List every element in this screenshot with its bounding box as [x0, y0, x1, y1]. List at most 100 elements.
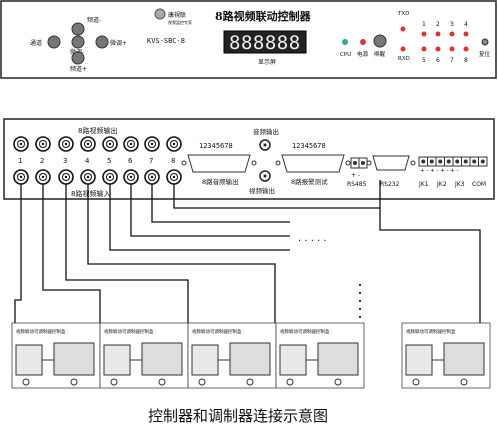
- fine-tune-minus-button[interactable]: [71, 35, 85, 49]
- port-number: 7: [149, 157, 153, 165]
- screw-icon: [251, 160, 257, 166]
- bnc-connector: [246, 378, 254, 386]
- channel-led: [449, 31, 455, 37]
- bnc-connector: [22, 378, 30, 386]
- brand-logo: 康視联 视频监控专家: [154, 8, 192, 25]
- terminal-screw-icon: [361, 161, 365, 165]
- video-cable: [173, 184, 481, 338]
- channel-led: [463, 46, 469, 52]
- alarm-db-digits: 12345678: [292, 142, 326, 150]
- logo-icon: [154, 8, 166, 20]
- bnc-pin: [86, 175, 90, 179]
- channel-led: [435, 31, 441, 37]
- port-number: 4: [85, 157, 90, 165]
- dpad: 频道- 通道 微调- 微调+ 频道+: [30, 16, 127, 73]
- video-cable: [65, 184, 189, 338]
- db9-rs232-connector: [372, 155, 410, 171]
- bnc-pin: [150, 175, 154, 179]
- modulator-title: 视频联动可调制器控制盒: [192, 328, 242, 335]
- bnc-pin: [129, 142, 133, 146]
- channel-button[interactable]: [47, 35, 61, 49]
- channel-number: 8: [464, 57, 468, 64]
- channel-number: 6: [436, 57, 440, 64]
- modulator-unit: [405, 344, 433, 376]
- terminal-screw-icon: [353, 161, 357, 165]
- bnc-connector: [334, 378, 342, 386]
- channel-up-button[interactable]: [71, 22, 85, 36]
- terminal-screw-icon: [446, 159, 451, 164]
- dot: [358, 307, 362, 311]
- port-number: 6: [128, 157, 133, 165]
- terminal-screw-icon: [455, 159, 460, 164]
- modulator-unit: [191, 344, 219, 376]
- controller-unit: [53, 342, 95, 376]
- bnc-pin: [41, 175, 45, 179]
- terminal-screw-icon: [480, 159, 485, 164]
- power-label: 电源: [357, 50, 369, 58]
- dot: [358, 283, 362, 287]
- port-number: 1: [18, 157, 22, 165]
- port-number: 2: [40, 157, 44, 165]
- rs232-label: RS232: [380, 181, 400, 188]
- modulator-title: 视频联动可调制器控制盒: [280, 328, 330, 335]
- terminal-screw-icon: [438, 159, 443, 164]
- ellipsis-vertical: [358, 283, 362, 319]
- wake-button[interactable]: [373, 34, 387, 48]
- bnc-pin: [172, 142, 176, 146]
- front-panel: 频道- 通道 微调- 微调+ 频道+ 康視联 视频监控专家 KVS-SBC-8 …: [0, 0, 497, 79]
- controller-unit: [443, 342, 485, 376]
- video-cable: [151, 184, 290, 223]
- video-cable: [14, 184, 22, 338]
- bnc-connector: [158, 378, 166, 386]
- bnc-pin: [19, 142, 23, 146]
- video-output-label: 8路视频输出: [78, 126, 117, 135]
- display-label: 显示屏: [258, 59, 276, 66]
- diagram-caption: 控制器和调制器连接示意图: [148, 407, 328, 425]
- terminal-screw-icon: [421, 159, 426, 164]
- fine-tune-plus-button[interactable]: [95, 35, 109, 49]
- bnc-pin: [150, 142, 154, 146]
- channel-down-button[interactable]: [71, 51, 85, 65]
- relay-label: JK3: [454, 181, 465, 188]
- controller-unit: [317, 342, 359, 376]
- terminal-screw-icon: [472, 159, 477, 164]
- video-cable: [42, 184, 101, 338]
- bnc-pin: [19, 175, 23, 179]
- txd-label: TXD: [397, 11, 409, 17]
- port-number: 8: [171, 157, 175, 165]
- bnc-pin: [64, 142, 68, 146]
- bnc-connector: [110, 378, 118, 386]
- model-number: KVS-SBC-8: [147, 37, 185, 45]
- audio-db-digits: 12345678: [199, 142, 233, 150]
- bnc-pin: [64, 175, 68, 179]
- brand-subtitle: 视频监控专家: [168, 19, 192, 25]
- channel-number: 4: [464, 21, 468, 28]
- modulator-box: 视频联动可调制器控制盒: [99, 322, 189, 389]
- channel-up-label: 频道-: [87, 16, 101, 24]
- modulator-unit: [103, 344, 131, 376]
- relay-terminal-block: [418, 156, 488, 167]
- modulator-unit: [279, 344, 307, 376]
- video-input-label: 8路视频输入: [71, 189, 110, 198]
- video-cable: [130, 184, 290, 237]
- channel-down-label: 频道+: [70, 65, 87, 73]
- txd-led: [400, 26, 406, 32]
- reset-button[interactable]: [481, 38, 489, 46]
- bnc-pin: [108, 142, 112, 146]
- channel-led: [449, 46, 455, 52]
- db25-alarm-connector: [281, 154, 345, 173]
- bnc-connector: [70, 378, 78, 386]
- modulator-box: 视频联动可调制器控制盒: [11, 322, 101, 389]
- terminal-screw-icon: [429, 159, 434, 164]
- rxd-led: [400, 46, 406, 52]
- modulator-title: 视频联动可调制器控制盒: [406, 328, 456, 335]
- rear-panel: 8路视频输出 8路视频输入 1 2 3 4 5 6 7 8 12345678 8…: [3, 118, 495, 200]
- bnc-pin: [86, 142, 90, 146]
- screw-icon: [345, 160, 351, 166]
- bnc-pin: [108, 175, 112, 179]
- modulator-title: 视频联动可调制器控制盒: [104, 328, 154, 335]
- controller-unit: [141, 342, 183, 376]
- bnc-pin: [172, 175, 176, 179]
- bnc-connector: [460, 378, 468, 386]
